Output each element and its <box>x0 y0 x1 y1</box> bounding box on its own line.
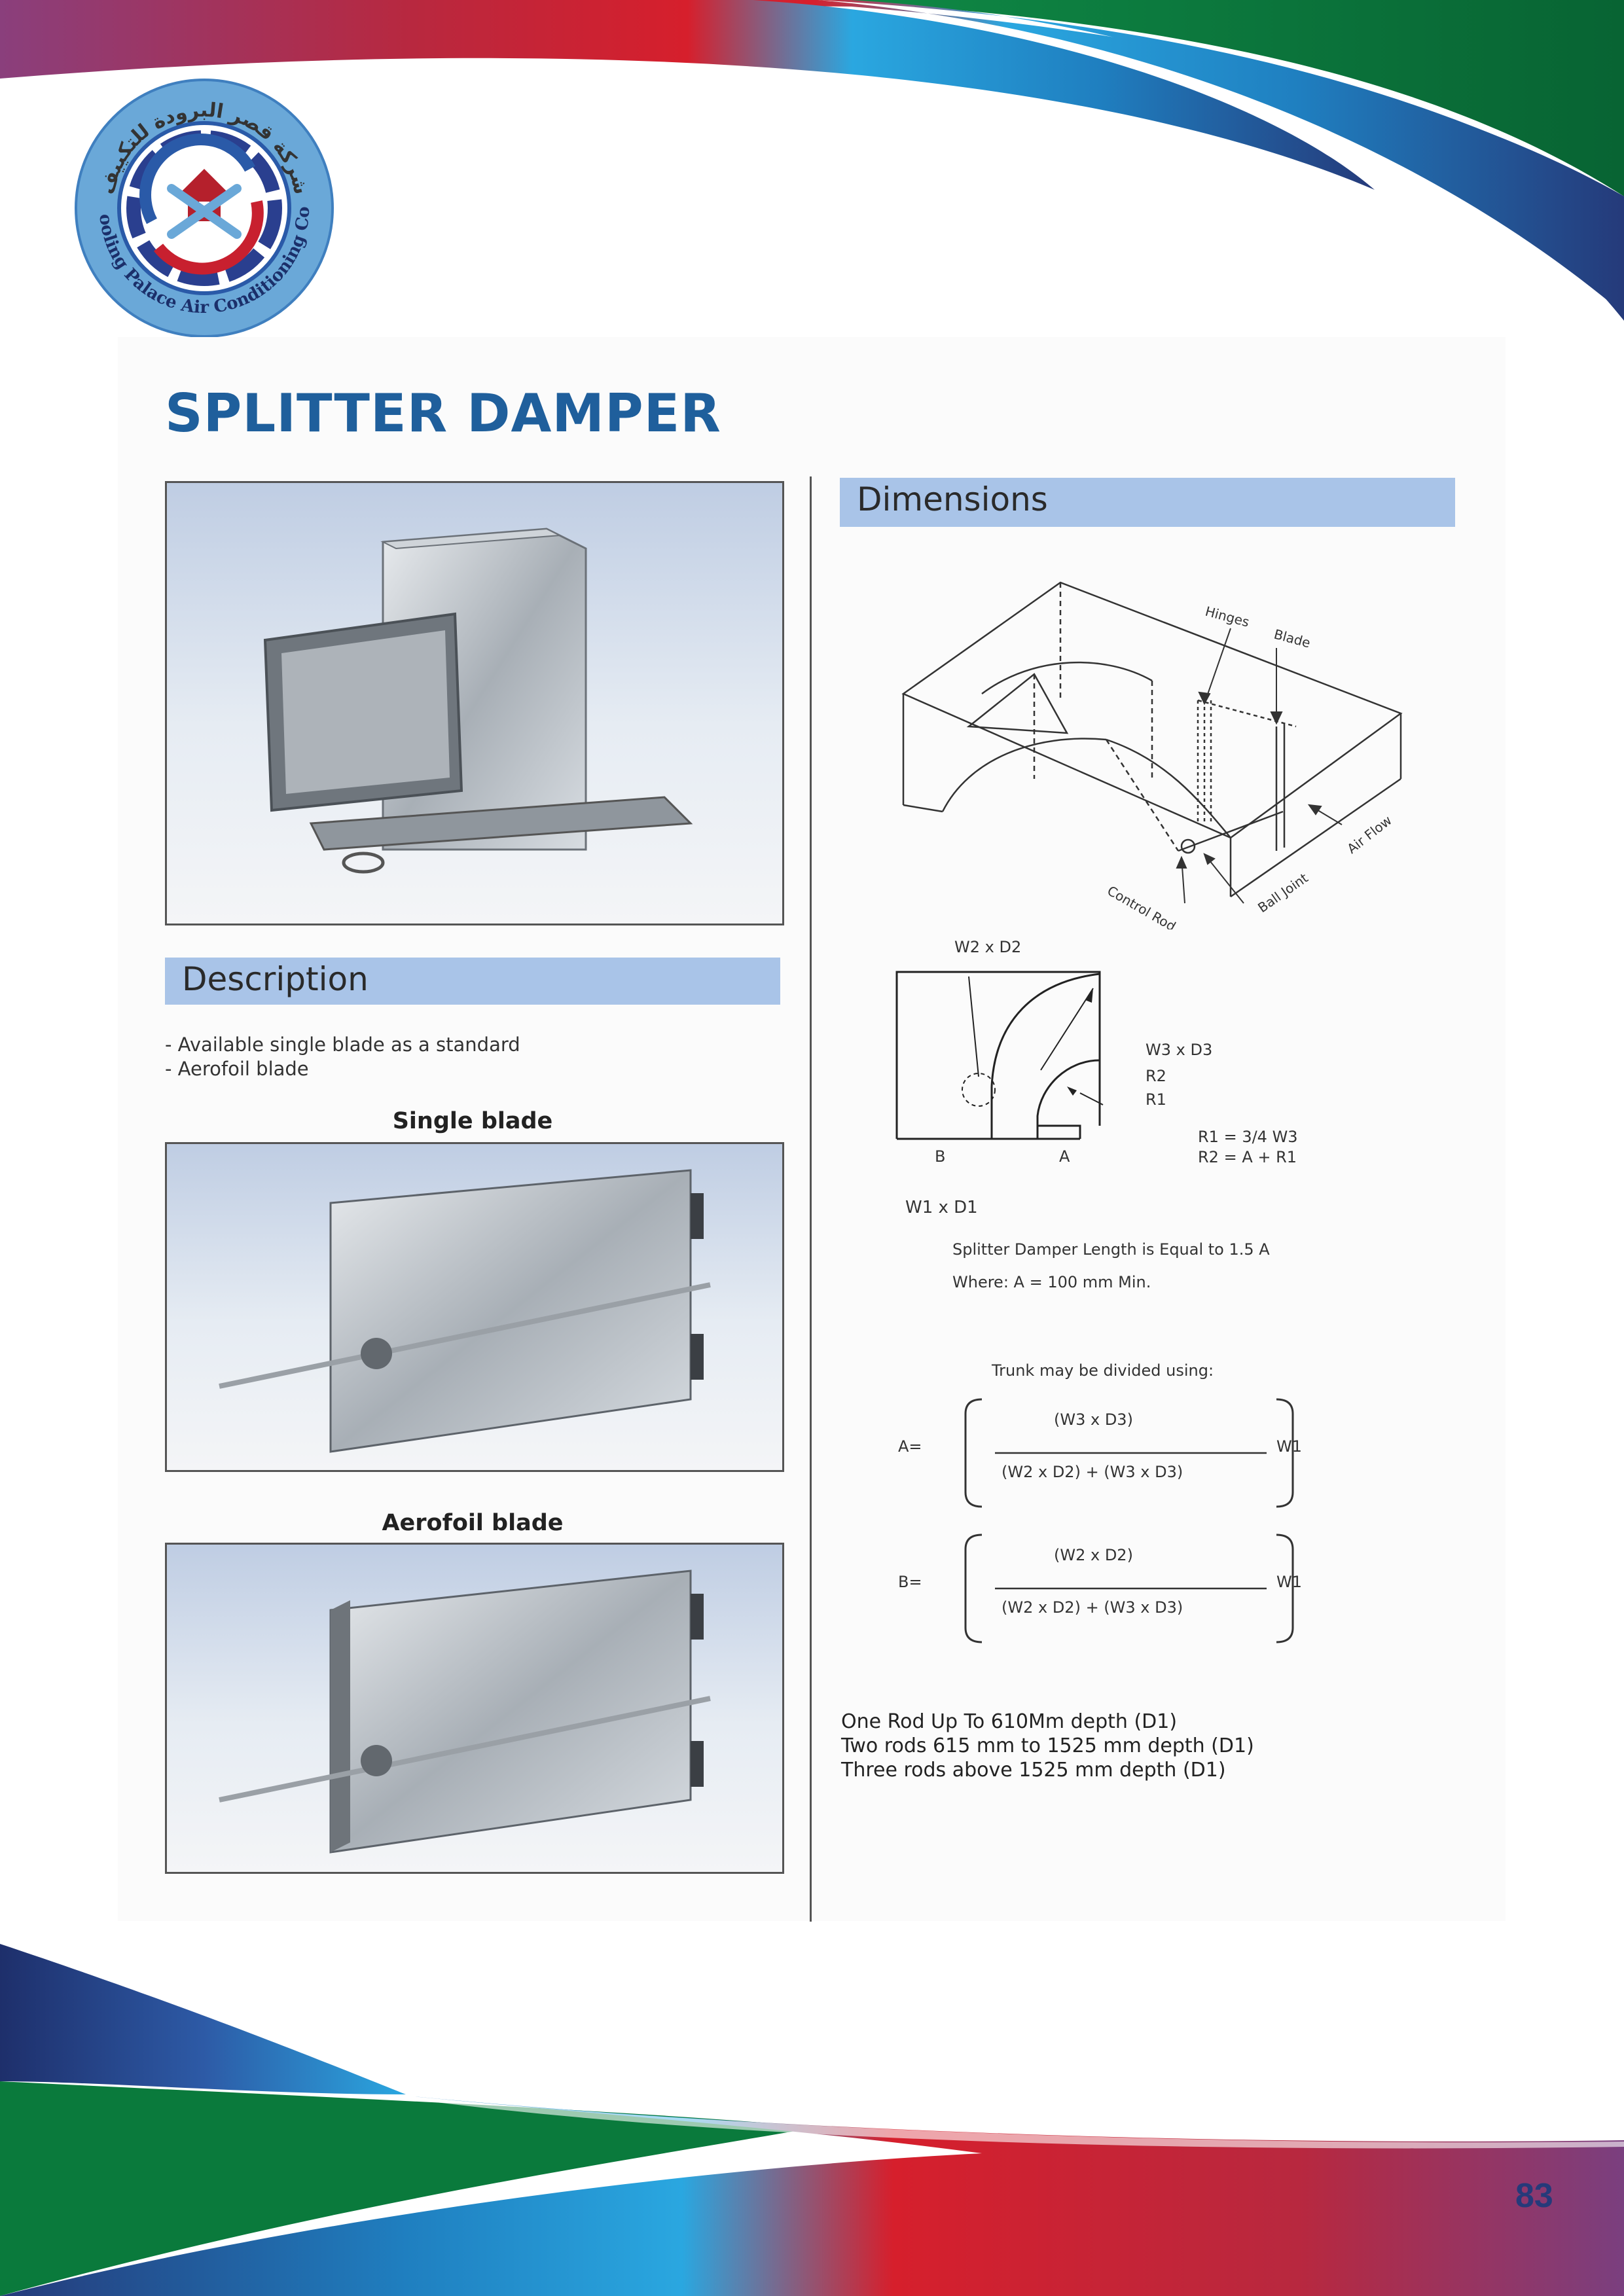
formula-b-brackets <box>964 1534 1294 1643</box>
rod-note: Two rods 615 mm to 1525 mm depth (D1) <box>841 1734 1254 1757</box>
formula-b-denominator: (W2 x D2) + (W3 x D3) <box>1001 1598 1183 1617</box>
formula-b-label: B= <box>898 1573 922 1591</box>
company-logo: شركة قصر البرودة للتكييف Cooling Palace … <box>67 62 335 339</box>
label-w1d1: W1 x D1 <box>905 1198 978 1217</box>
label-hinges: Hinges <box>1204 603 1252 630</box>
description-heading-bar: Description <box>165 958 780 1005</box>
label-a: A <box>1059 1147 1070 1166</box>
label-r2-eq: R2 = A + R1 <box>1198 1148 1297 1166</box>
page-number: 83 <box>1515 2177 1553 2215</box>
formula-b: B= (W2 x D2) (W2 x D2) + (W3 x D3) W1 <box>897 1530 1322 1647</box>
description-item: - Available single blade as a standard <box>165 1033 520 1056</box>
formula-a-brackets <box>964 1398 1294 1508</box>
length-note: Splitter Damper Length is Equal to 1.5 A <box>952 1240 1270 1259</box>
formula-a-multiplier: W1 <box>1276 1437 1302 1456</box>
label-r1: R1 <box>1146 1090 1166 1109</box>
formula-a-label: A= <box>898 1437 922 1456</box>
dimensions-heading-bar: Dimensions <box>840 478 1455 527</box>
single-blade-caption: Single blade <box>392 1108 553 1134</box>
formula-b-multiplier: W1 <box>1276 1573 1302 1591</box>
logo-emblem: شركة قصر البرودة للتكييف Cooling Palace … <box>67 62 334 338</box>
label-control-rod: Control Rod <box>1105 883 1179 929</box>
label-blade: Blade <box>1272 626 1312 651</box>
label-air-flow: Air Flow <box>1344 812 1394 857</box>
formula-b-numerator: (W2 x D2) <box>1054 1546 1133 1564</box>
page-title: SPLITTER DAMPER <box>165 383 721 444</box>
rod-note: One Rod Up To 610Mm depth (D1) <box>841 1710 1178 1733</box>
single-blade-illustration <box>219 1169 711 1453</box>
formula-a: A= (W3 x D3) (W2 x D2) + (W3 x D3) W1 <box>897 1394 1322 1512</box>
rod-note: Three rods above 1525 mm depth (D1) <box>841 1759 1226 1782</box>
formula-a-numerator: (W3 x D3) <box>1054 1410 1133 1429</box>
label-ball-joint: Ball Joint <box>1255 870 1311 916</box>
aerofoil-blade-illustration <box>219 1570 711 1854</box>
label-b: B <box>935 1147 945 1166</box>
description-list: - Available single blade as a standard -… <box>165 1033 520 1081</box>
aerofoil-blade-caption: Aerofoil blade <box>382 1510 564 1536</box>
label-r1-eq: R1 = 3/4 W3 <box>1198 1128 1298 1146</box>
bottom-decorative-band <box>0 1944 1624 2296</box>
isometric-damper-diagram: Hinges Blade Air Flow Ball Joint Control… <box>901 581 1403 929</box>
description-heading: Description <box>182 960 369 998</box>
description-item: - Aerofoil blade <box>165 1058 309 1080</box>
trunk-note: Trunk may be divided using: <box>992 1361 1214 1380</box>
where-note: Where: A = 100 mm Min. <box>952 1273 1151 1291</box>
single-blade-photo <box>165 1142 784 1472</box>
rod-notes: One Rod Up To 610Mm depth (D1) Two rods … <box>841 1710 1254 1782</box>
formula-a-denominator: (W2 x D2) + (W3 x D3) <box>1001 1463 1183 1481</box>
label-r2: R2 <box>1146 1067 1166 1085</box>
aerofoil-blade-photo <box>165 1543 784 1874</box>
column-divider <box>810 476 812 1922</box>
label-w2d2: W2 x D2 <box>954 938 1021 956</box>
splitter-damper-illustration <box>263 528 693 874</box>
label-w3d3: W3 x D3 <box>1146 1041 1212 1059</box>
top-decorative-band <box>0 0 1624 321</box>
dimensions-heading: Dimensions <box>857 480 1048 518</box>
product-photo <box>165 481 784 925</box>
plan-view-diagram: W2 x D2 W3 x D3 R2 R1 B A R1 = 3/4 W3 R2… <box>895 938 1298 1166</box>
